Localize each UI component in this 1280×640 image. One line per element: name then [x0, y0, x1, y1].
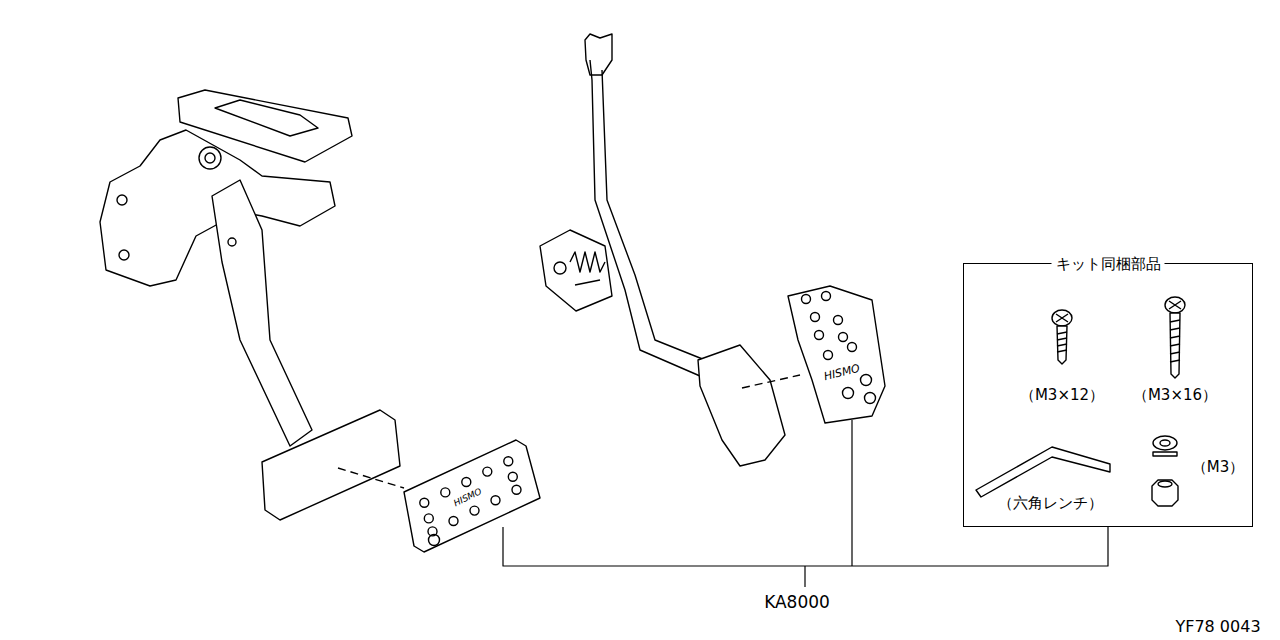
figure-code: YF78 0043 [1175, 618, 1260, 636]
part-number: KA8000 [764, 593, 830, 612]
part-size: （M3） [1192, 459, 1245, 476]
box-heading: キット同梱部品 [1052, 256, 1165, 273]
part-size: （M3×12） [1020, 387, 1104, 404]
part-size: （M3×16） [1133, 387, 1217, 404]
part-name: （六角レンチ） [998, 495, 1103, 512]
